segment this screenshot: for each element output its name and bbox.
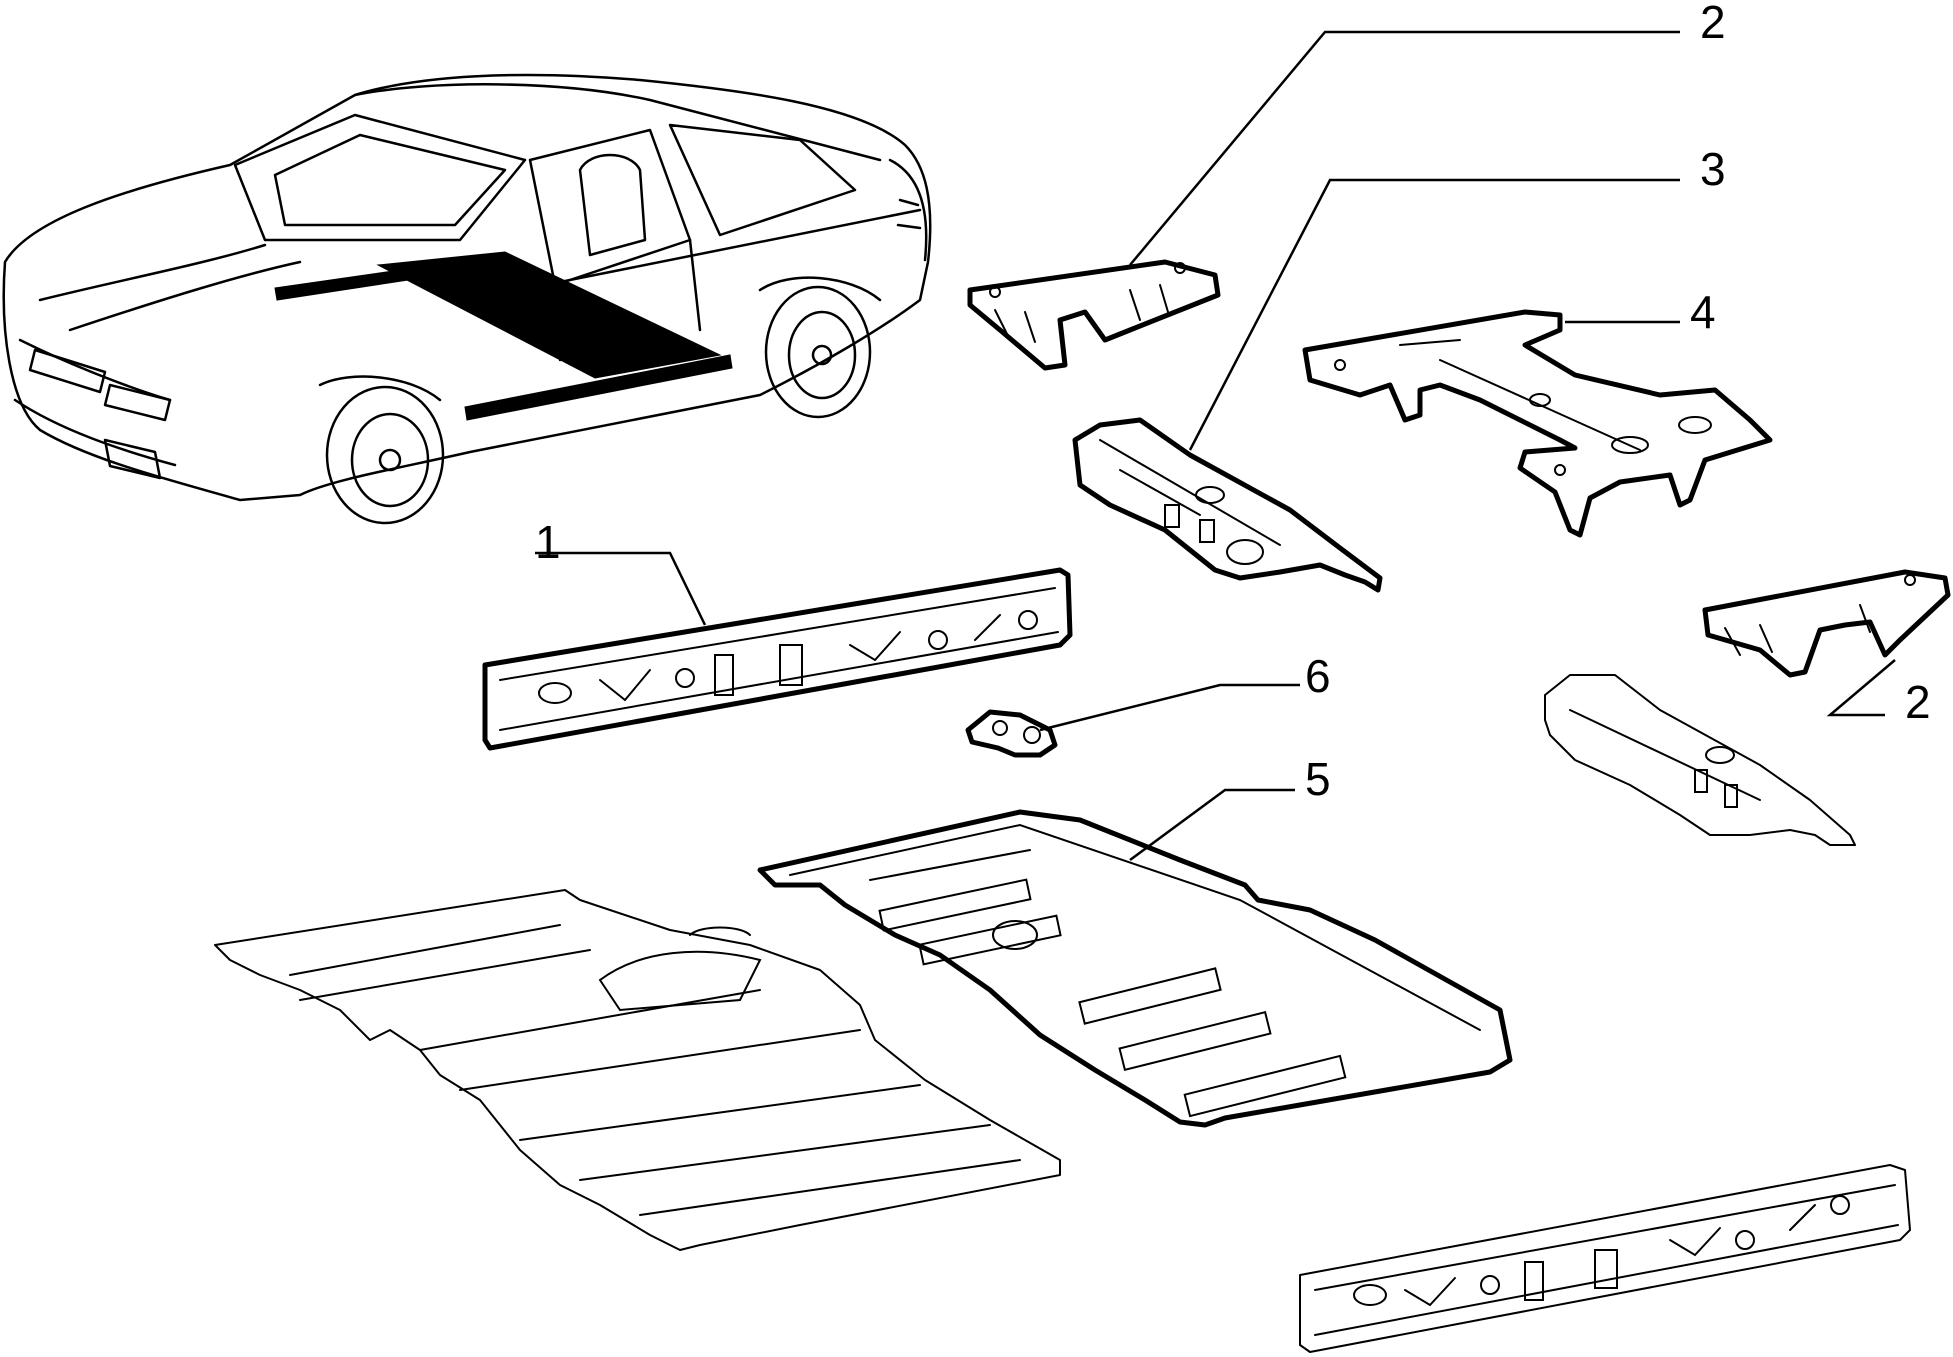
small-plate — [965, 709, 1058, 758]
crossmember-right — [1544, 674, 1856, 846]
leader-lines — [535, 30, 1896, 862]
callout-labels: 2 3 4 1 2 6 5 — [535, 0, 1931, 805]
car-illustration — [2, 73, 932, 525]
crossmember-left — [1072, 417, 1383, 593]
callout-4: 4 — [1690, 286, 1716, 338]
leader-2-right — [1826, 659, 1896, 717]
callout-2-right: 2 — [1905, 676, 1931, 728]
callout-5: 5 — [1305, 753, 1331, 805]
right-side-rail — [1299, 1164, 1911, 1353]
callout-3: 3 — [1700, 143, 1726, 195]
rear-floor-panel — [757, 809, 1513, 1128]
leader-2-top — [1129, 30, 1680, 266]
bracket-top — [967, 259, 1221, 371]
front-floor-panel — [214, 889, 1061, 1251]
leader-6 — [1039, 683, 1300, 732]
left-side-rail — [482, 567, 1073, 751]
leader-5 — [1129, 788, 1295, 862]
leader-3 — [1188, 178, 1680, 451]
callout-1: 1 — [535, 516, 561, 568]
callout-2-top: 2 — [1700, 0, 1726, 48]
bracket-right — [1702, 569, 1951, 678]
leader-1 — [535, 551, 707, 626]
seat-crossmember — [1302, 309, 1773, 538]
callout-6: 6 — [1305, 650, 1331, 702]
